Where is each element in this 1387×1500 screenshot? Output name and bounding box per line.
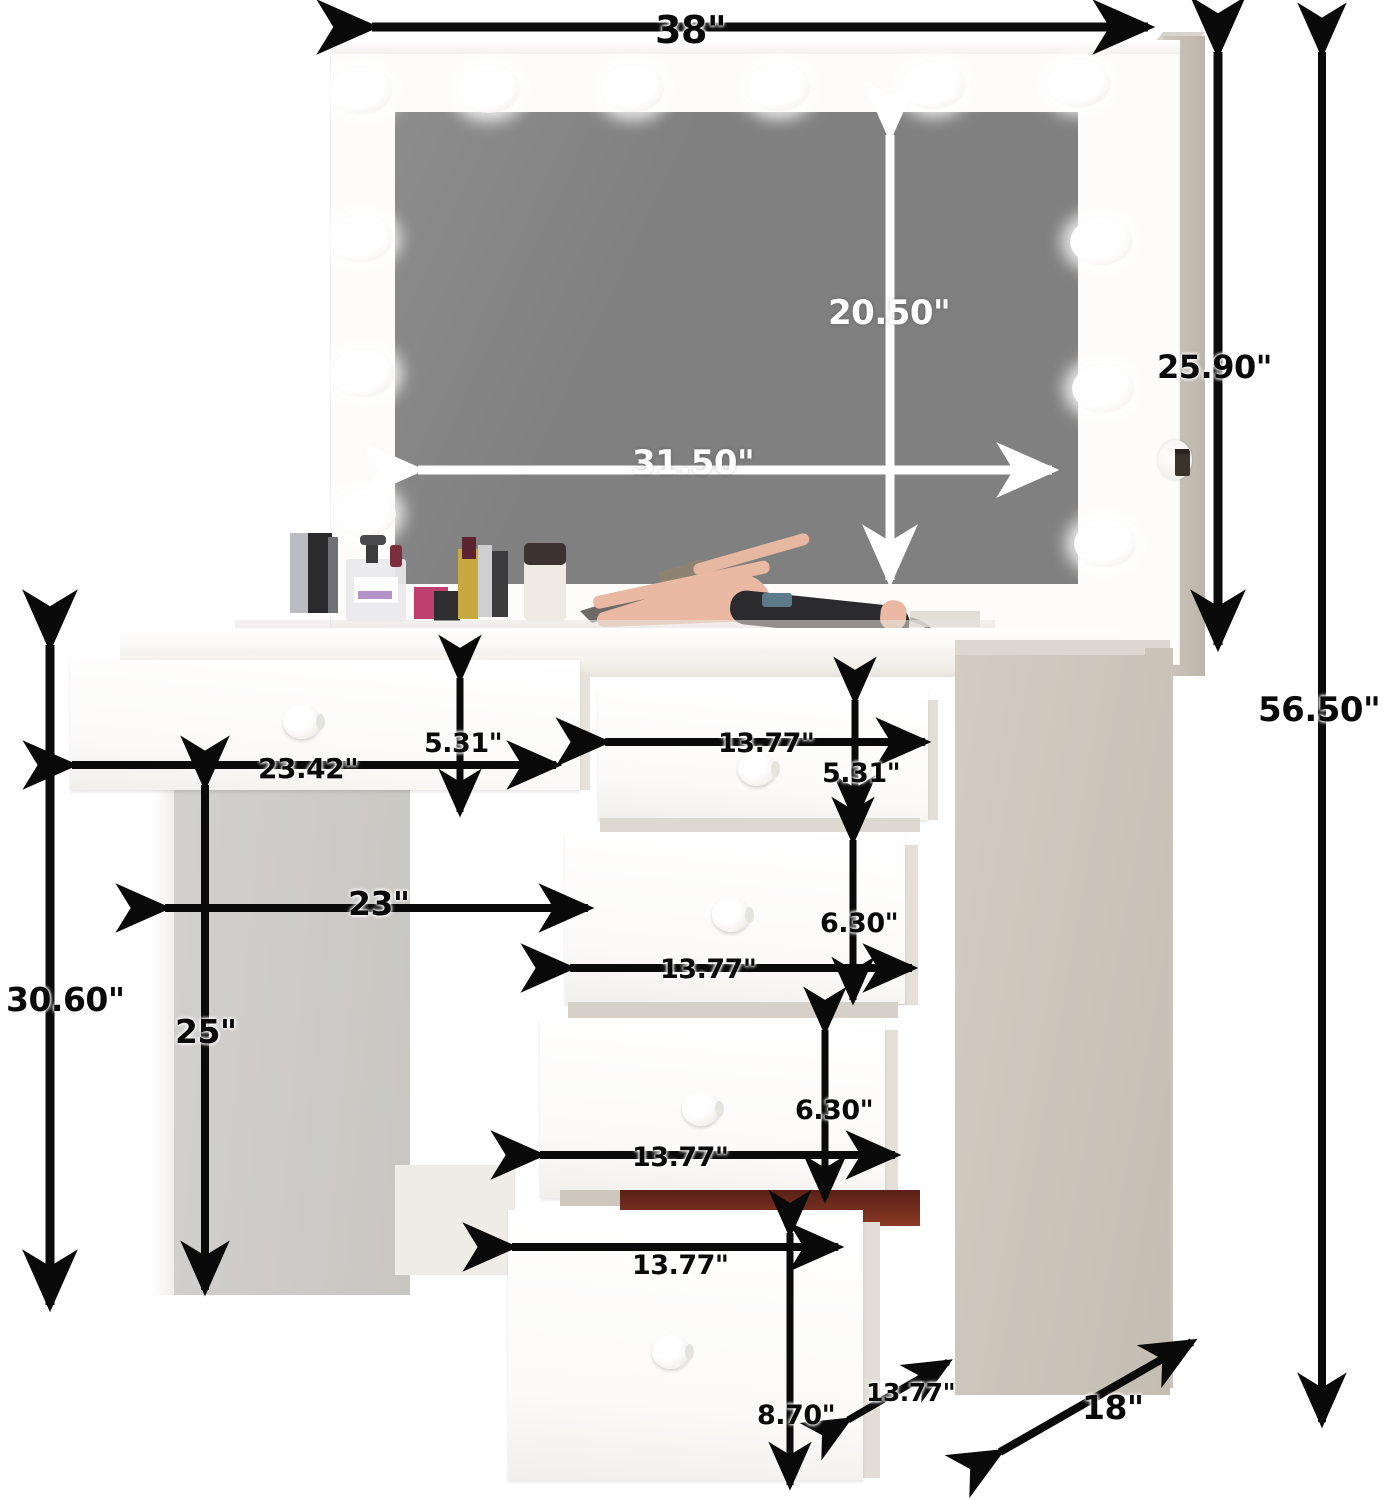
arrow-overall-depth xyxy=(944,1338,1198,1499)
light-bulb-right-1[interactable] xyxy=(1070,218,1132,265)
label-drawer-r2-height: 6.30" xyxy=(820,908,899,939)
mirror-glass xyxy=(395,112,1078,584)
light-bulb-left-1[interactable] xyxy=(330,215,392,262)
label-drawer-r4-height: 8.70" xyxy=(757,1400,836,1431)
light-bulb-top-4[interactable] xyxy=(748,64,810,111)
label-drawer-left-width: 23.42" xyxy=(258,752,359,785)
label-legroom-height: 25" xyxy=(175,1012,237,1051)
cabinet-side-panel xyxy=(955,655,1170,1395)
label-drawer-r3-width: 13.77" xyxy=(632,1142,729,1173)
light-bulb-top-3[interactable] xyxy=(602,65,664,112)
label-drawer-depth: 13.77" xyxy=(866,1378,956,1407)
light-bulb-top-6[interactable] xyxy=(1048,60,1110,107)
label-overall-depth: 18" xyxy=(1082,1388,1144,1427)
light-bulb-left-2[interactable] xyxy=(332,350,394,397)
label-drawer-r2-width: 13.77" xyxy=(660,954,757,985)
power-switch-rocker-icon[interactable] xyxy=(1175,450,1190,476)
label-mirror-glass-width: 31.50" xyxy=(632,443,755,483)
label-mirror-glass-height: 20.50" xyxy=(828,293,951,333)
mirror-glass-reflection xyxy=(395,112,1078,584)
label-drawer-r1-height: 5.31" xyxy=(822,758,901,789)
light-bulb-right-2[interactable] xyxy=(1072,365,1134,412)
light-bulb-right-3[interactable] xyxy=(1074,520,1136,567)
label-drawer-r3-height: 6.30" xyxy=(795,1095,874,1126)
label-drawer-r4-width: 13.77" xyxy=(632,1250,729,1281)
label-mirror-unit-height: 25.90" xyxy=(1157,348,1272,386)
light-bulb-top-1[interactable] xyxy=(330,67,392,114)
label-overall-height: 56.50" xyxy=(1258,690,1381,730)
drawer-knob-top-left[interactable] xyxy=(283,705,325,739)
label-desk-height: 30.60" xyxy=(6,980,125,1019)
label-drawer-left-height: 5.31" xyxy=(424,728,503,759)
drawer-knob-right-3[interactable] xyxy=(682,1092,724,1126)
arrow-drawer-depth xyxy=(799,1358,953,1461)
label-legroom-width: 23" xyxy=(348,884,410,923)
label-drawer-r1-width: 13.77" xyxy=(718,728,815,759)
power-switch-indicator-icon xyxy=(1175,449,1189,454)
drawer-knob-right-2[interactable] xyxy=(712,898,754,932)
light-bulb-top-2[interactable] xyxy=(458,66,520,113)
drawer-knob-right-4[interactable] xyxy=(652,1335,694,1369)
label-overall-width: 38" xyxy=(655,8,727,52)
